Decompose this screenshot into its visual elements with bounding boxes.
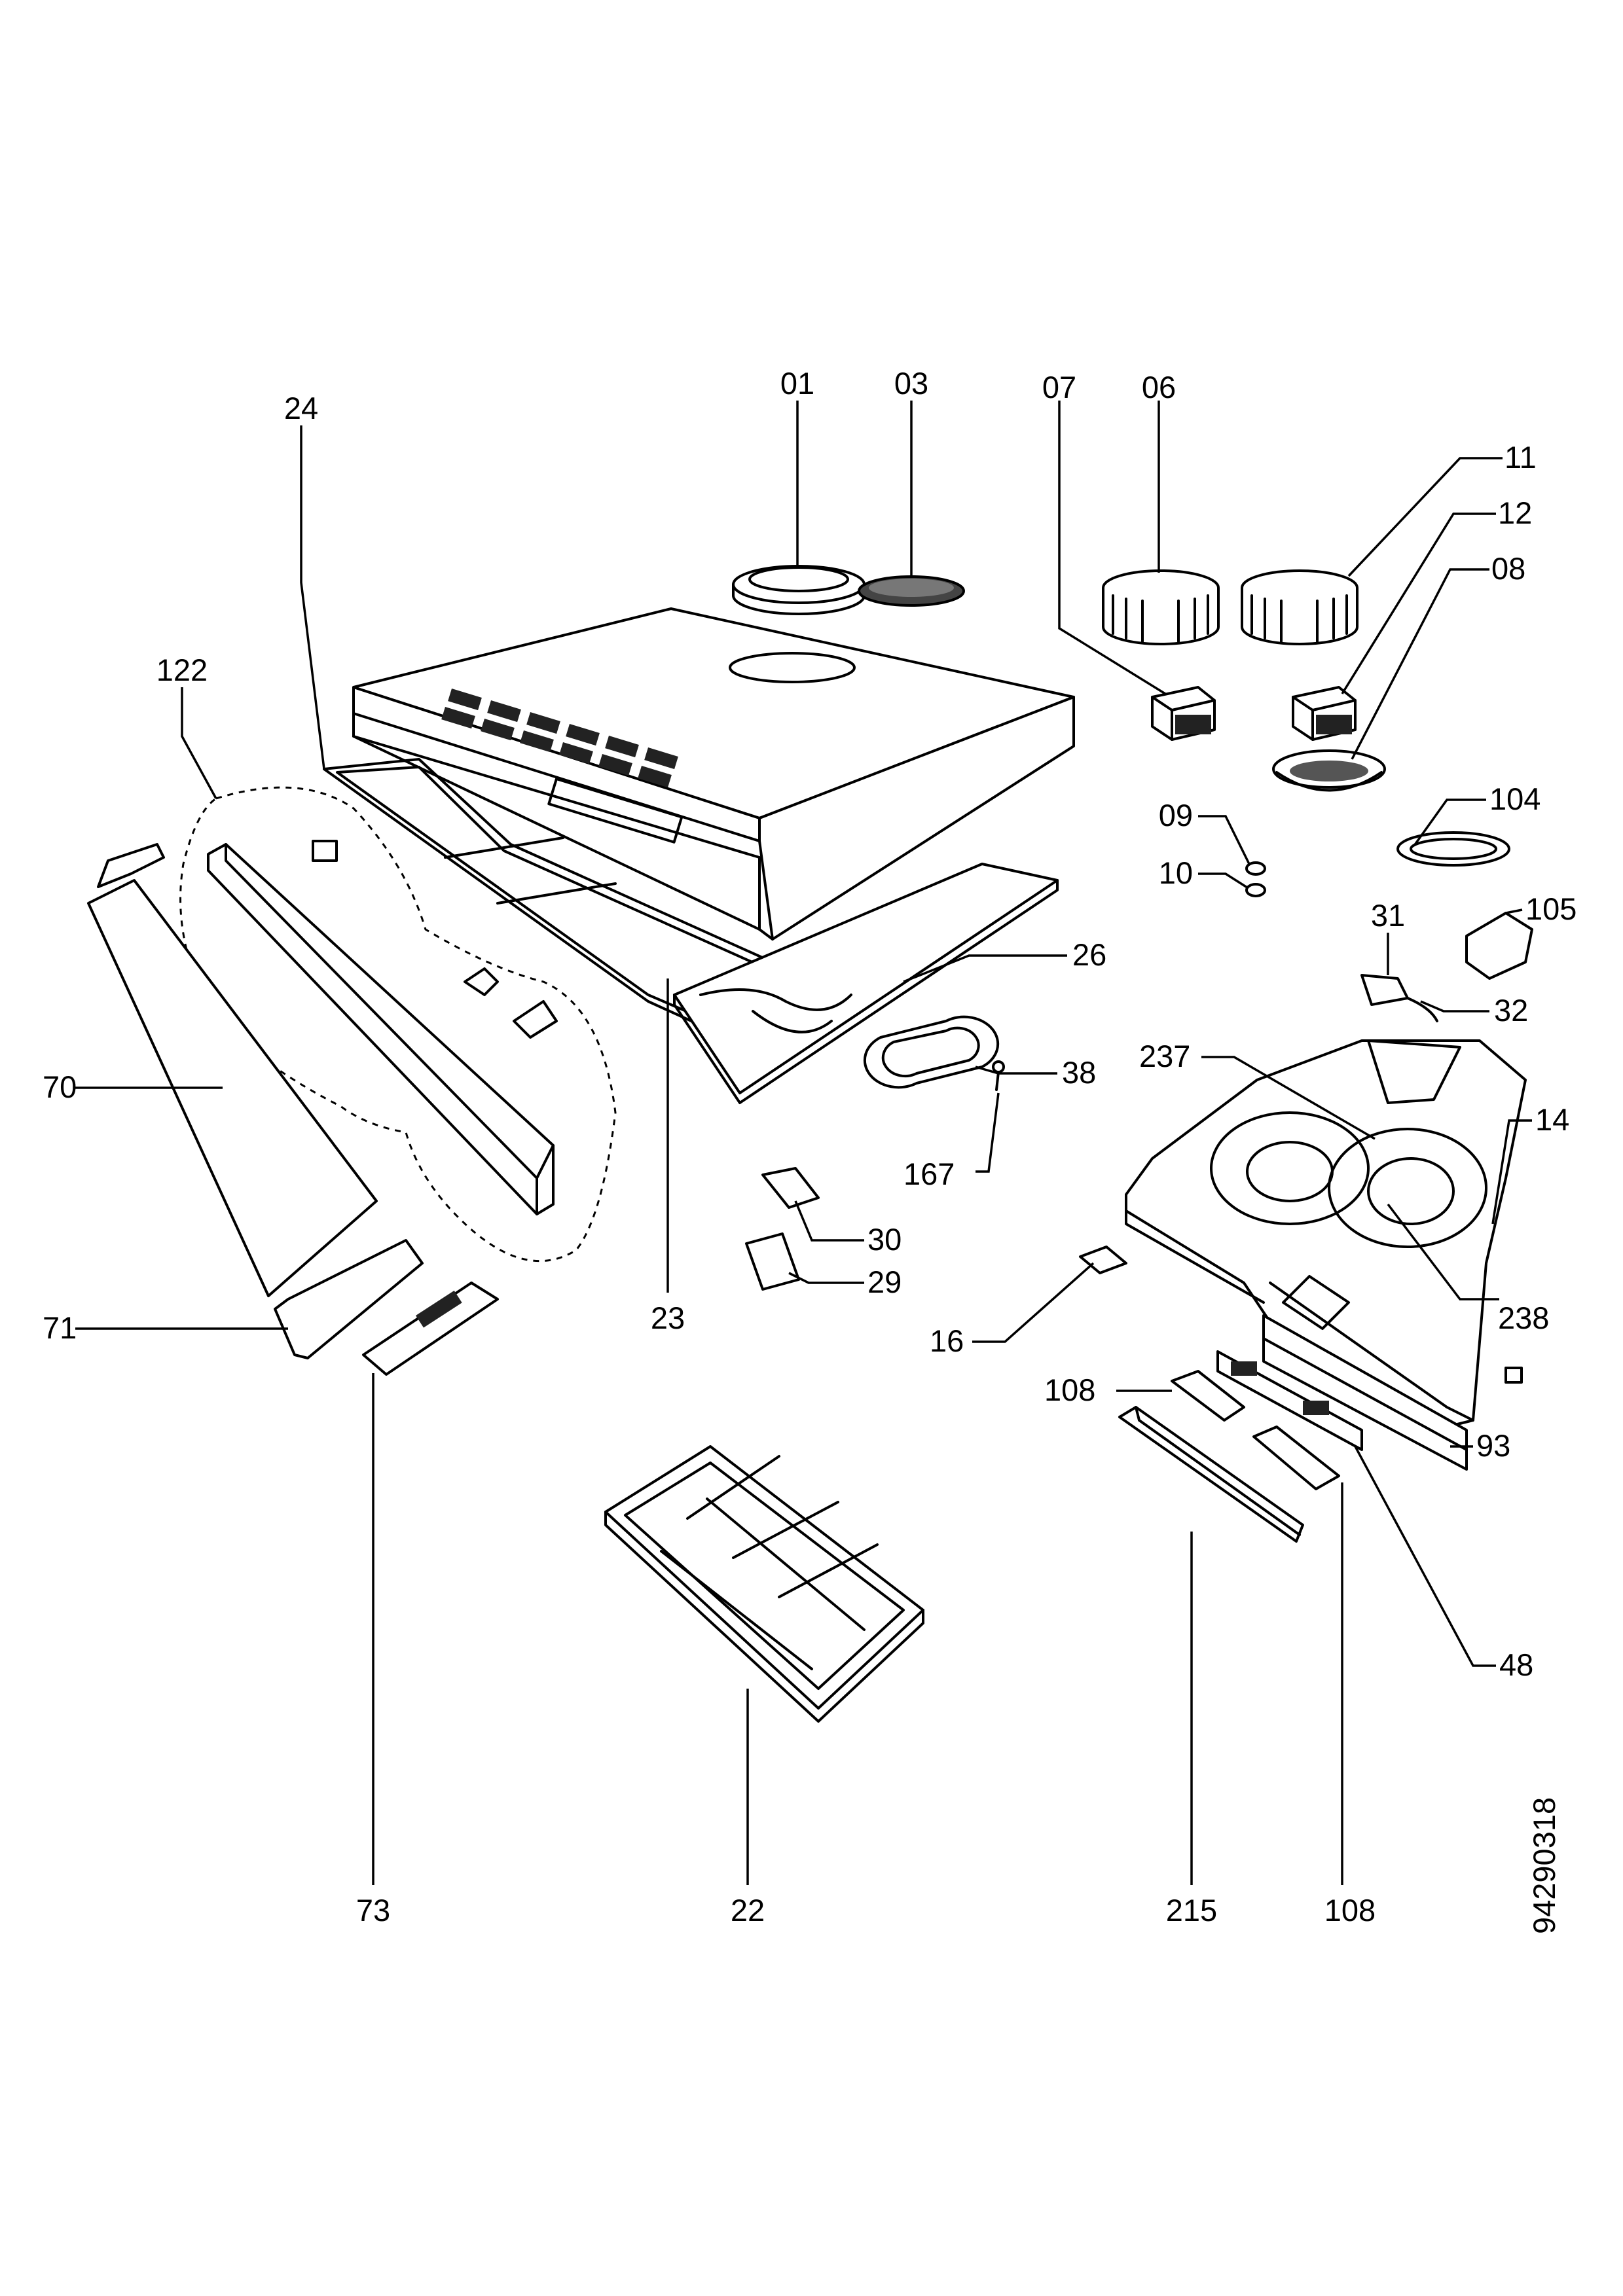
part-06-drawing	[1102, 569, 1220, 645]
label-09: 09	[1159, 798, 1193, 833]
part-38-drawing	[863, 1015, 1000, 1089]
part-14-housing-drawing	[1125, 1039, 1527, 1428]
label-105: 105	[1525, 891, 1577, 926]
label-26: 26	[1072, 937, 1106, 972]
part-30-drawing	[761, 1167, 820, 1209]
part-01-drawing	[732, 565, 866, 615]
label-08: 08	[1491, 551, 1525, 586]
part-104-drawing	[1396, 831, 1510, 867]
label-38: 38	[1062, 1055, 1096, 1090]
label-108-lower: 108	[1324, 1893, 1376, 1928]
label-167: 167	[903, 1157, 955, 1191]
label-122: 122	[156, 653, 208, 687]
label-23: 23	[651, 1300, 685, 1335]
label-108-upper: 108	[1044, 1372, 1095, 1407]
label-11: 11	[1504, 440, 1537, 475]
label-01: 01	[780, 366, 814, 401]
label-31: 31	[1371, 898, 1405, 933]
label-238: 238	[1498, 1300, 1549, 1335]
label-70: 70	[43, 1069, 77, 1104]
label-22: 22	[731, 1893, 765, 1928]
document-code: 94290318	[1527, 1797, 1561, 1934]
part-29-drawing	[745, 1232, 800, 1291]
hood-body-drawing	[352, 607, 1075, 941]
part-09-drawing	[1245, 861, 1266, 876]
part-12-drawing	[1292, 686, 1357, 741]
part-22-drawing	[604, 1445, 924, 1723]
part-48-drawing	[1216, 1350, 1363, 1451]
label-29: 29	[867, 1265, 902, 1299]
label-104: 104	[1489, 781, 1541, 816]
part-215-drawing	[1118, 1406, 1304, 1543]
part-93-drawing	[1262, 1314, 1523, 1471]
label-237: 237	[1139, 1039, 1190, 1073]
label-03: 03	[894, 366, 928, 401]
part-11-drawing	[1241, 569, 1359, 645]
label-71: 71	[43, 1310, 77, 1345]
label-24: 24	[284, 391, 318, 425]
part-108b-drawing	[1252, 1426, 1340, 1490]
label-16: 16	[930, 1323, 964, 1358]
part-03-drawing	[858, 575, 965, 607]
part-73-drawing	[362, 1282, 499, 1376]
label-32: 32	[1494, 993, 1528, 1028]
label-07: 07	[1042, 370, 1076, 404]
label-215: 215	[1166, 1893, 1217, 1928]
label-48: 48	[1499, 1647, 1533, 1682]
part-71-drawing	[274, 1239, 424, 1359]
part-23-panel-drawing	[673, 863, 1059, 1104]
part-167-drawing	[992, 1060, 1005, 1091]
part-16-drawing	[1079, 1246, 1127, 1274]
label-12: 12	[1498, 495, 1532, 530]
label-06: 06	[1142, 370, 1176, 404]
label-73: 73	[356, 1893, 390, 1928]
part-31-drawing	[1360, 974, 1438, 1022]
leader-lines	[75, 401, 1532, 1885]
label-93: 93	[1476, 1428, 1510, 1463]
part-08-drawing	[1272, 749, 1386, 792]
label-30: 30	[867, 1222, 902, 1257]
part-108a-drawing	[1171, 1370, 1245, 1422]
label-10: 10	[1159, 855, 1193, 890]
part-70-drawing	[87, 843, 378, 1297]
part-07-drawing	[1151, 686, 1216, 741]
control-strip-drawing	[207, 840, 558, 1215]
part-105-drawing	[1465, 912, 1533, 980]
part-10-drawing	[1245, 883, 1266, 897]
label-14: 14	[1535, 1102, 1569, 1137]
